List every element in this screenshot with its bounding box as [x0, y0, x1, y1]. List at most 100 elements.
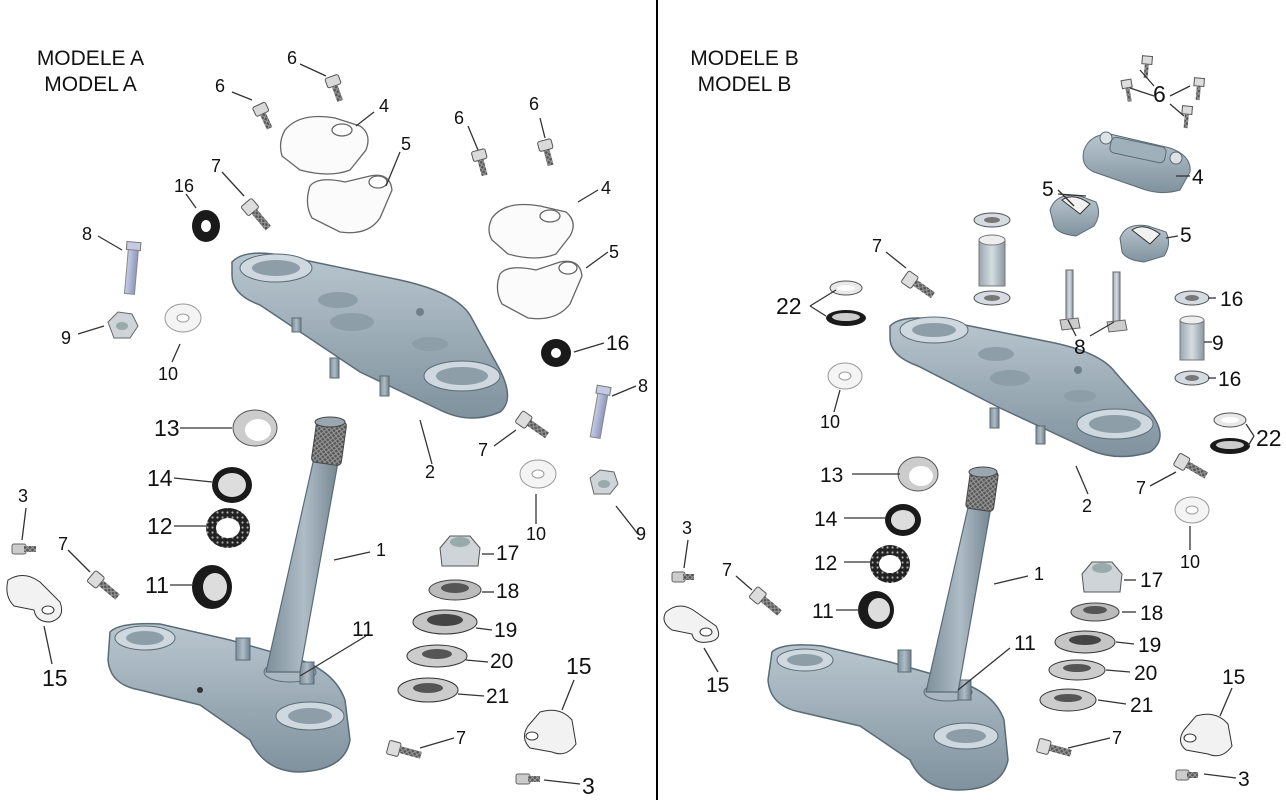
callout-b-22: 22 [776, 293, 802, 319]
callout-a-13: 13 [154, 415, 180, 441]
callout-a-15: 15 [566, 653, 592, 679]
callout-a-7: 7 [58, 534, 68, 554]
callout-a-2: 2 [425, 462, 435, 482]
callout-b-5: 5 [1180, 224, 1192, 247]
callout-a-21: 21 [486, 685, 509, 708]
steering-stem-a [265, 416, 347, 673]
callout-a-6: 6 [287, 48, 297, 68]
callout-b-15: 15 [706, 674, 729, 697]
callout-a-19: 19 [494, 619, 517, 642]
callout-a-6: 6 [454, 108, 464, 128]
cable-guides-b [663, 571, 1233, 781]
callout-b-8: 8 [1074, 336, 1086, 359]
lower-triple-clamp-b [767, 644, 1009, 791]
callout-a-17: 17 [496, 542, 519, 565]
callout-b-7: 7 [1112, 728, 1122, 748]
callout-a-12: 12 [147, 513, 173, 539]
bearing-stack-a [192, 409, 278, 609]
long-bolts-a [123, 240, 612, 440]
lower-triple-clamp-a [107, 622, 351, 773]
callout-a-3: 3 [18, 486, 28, 506]
callout-a-10: 10 [526, 524, 546, 544]
callout-b-18: 18 [1140, 602, 1163, 625]
panel-a-parts [6, 74, 619, 785]
callout-a-6: 6 [215, 76, 225, 96]
callout-a-11: 11 [145, 572, 169, 598]
callout-b-17: 17 [1140, 569, 1163, 592]
callout-a-5: 5 [401, 134, 411, 154]
rubber-washers-a [192, 210, 571, 367]
callout-a-8: 8 [82, 224, 92, 244]
upper-triple-clamp-b [889, 316, 1161, 458]
nut-stack-b [1039, 561, 1123, 712]
callout-a-7: 7 [456, 728, 466, 748]
clamp-bolts-a [252, 74, 554, 177]
callout-b-3: 3 [1238, 768, 1250, 791]
callout-b-7: 7 [1136, 478, 1146, 498]
callout-b-10: 10 [820, 412, 840, 432]
callout-b-9: 9 [1212, 332, 1224, 355]
callout-a-1: 1 [376, 540, 386, 560]
nuts-a [107, 311, 619, 495]
callout-a-5: 5 [609, 242, 619, 262]
callout-b-10: 10 [1180, 552, 1200, 572]
washers-b [827, 362, 1210, 524]
callout-b-7: 7 [722, 560, 732, 580]
callout-b-3: 3 [682, 518, 692, 538]
callout-b-15: 15 [1222, 666, 1245, 689]
top-clamp-b [1082, 131, 1191, 194]
callout-b-14: 14 [814, 508, 838, 531]
callout-b-4: 4 [1192, 166, 1204, 189]
callout-b-11: 11 [1014, 632, 1036, 655]
callout-b-19: 19 [1138, 634, 1161, 657]
bearing-stack-b [858, 456, 939, 629]
callout-a-7: 7 [211, 156, 221, 176]
callout-a-9: 9 [636, 524, 646, 544]
panel-b-title: MODELE B MODEL B [672, 46, 817, 98]
callout-a-15: 15 [42, 665, 68, 691]
handlebar-clamps-a [279, 115, 583, 320]
callouts-a: 6 6 4 5 6 6 4 5 16 7 8 9 10 16 8 13 14 1… [18, 48, 648, 799]
callout-a-10: 10 [158, 364, 178, 384]
callout-a-8: 8 [638, 376, 648, 396]
callout-a-7: 7 [478, 440, 488, 460]
pinch-bolts-a [87, 198, 550, 759]
nut-stack-a [397, 535, 482, 703]
callout-a-16: 16 [174, 176, 194, 196]
callout-b-5: 5 [1042, 178, 1054, 201]
upper-triple-clamp-a [231, 252, 509, 419]
leader-lines-b [683, 69, 1255, 779]
callouts-b: 6 4 5 5 7 22 16 9 8 16 10 22 13 14 12 11… [682, 81, 1282, 791]
callout-a-16: 16 [606, 332, 629, 355]
callout-b-22: 22 [1256, 425, 1282, 451]
seal-washers-b [826, 280, 1250, 454]
callout-b-20: 20 [1134, 662, 1157, 685]
callout-a-20: 20 [490, 650, 513, 673]
pinch-bolts-b [749, 270, 1209, 757]
callout-b-16: 16 [1218, 368, 1241, 391]
panel-a-title-fr: MODELE A [36, 47, 145, 70]
steering-stem-b [925, 466, 999, 693]
callout-a-6: 6 [529, 94, 539, 114]
panel-b-parts [663, 55, 1250, 791]
callout-b-6: 6 [1153, 81, 1166, 107]
clamp-bolts-b [1120, 55, 1206, 129]
callout-a-3: 3 [582, 773, 595, 799]
callout-b-11: 11 [812, 600, 834, 623]
spacer-bushings-b [973, 212, 1210, 386]
cable-guides-a [6, 543, 577, 785]
panel-b-title-en: MODEL B [697, 73, 792, 96]
leader-lines-a [21, 63, 639, 785]
panel-b-title-fr: MODELE B [690, 47, 799, 70]
callout-a-11: 11 [352, 618, 374, 641]
callout-b-16: 16 [1220, 288, 1243, 311]
callout-b-1: 1 [1034, 564, 1044, 584]
callout-b-12: 12 [814, 552, 837, 575]
callout-b-7: 7 [872, 236, 882, 256]
callout-a-14: 14 [147, 465, 173, 491]
lower-clamps-b [1049, 194, 1170, 263]
callout-b-13: 13 [820, 464, 843, 487]
callout-a-4: 4 [601, 178, 611, 198]
callout-b-2: 2 [1082, 496, 1092, 516]
